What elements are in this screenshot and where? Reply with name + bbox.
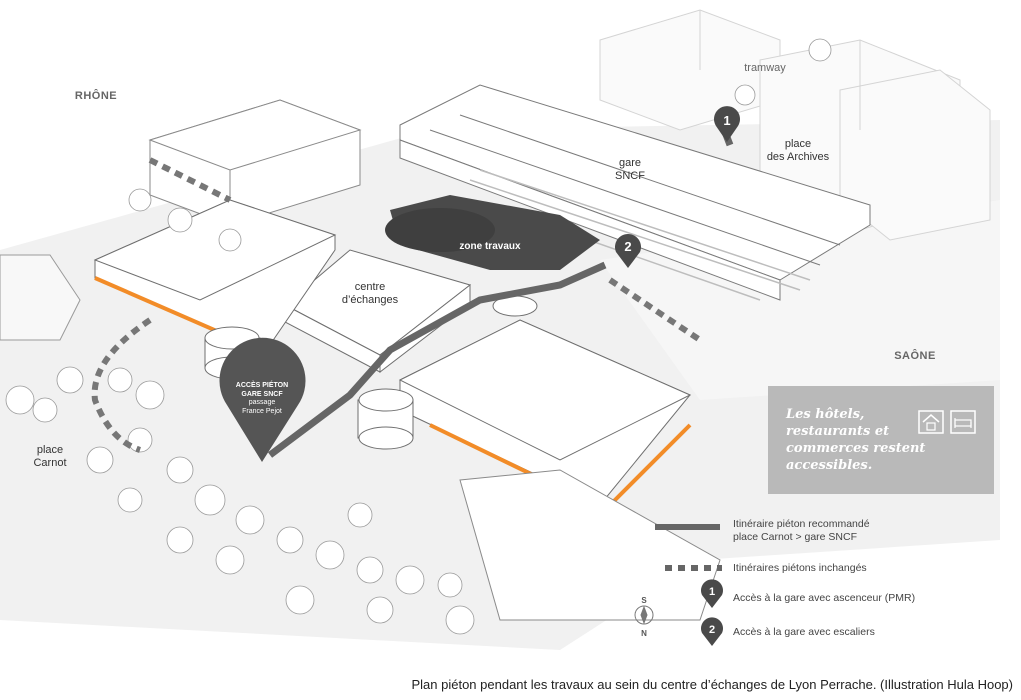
map-marker-2-label: 2 (624, 239, 631, 254)
right-roof-block (398, 319, 692, 512)
label-place-archives: place des Archives (766, 138, 830, 163)
legend-text-stairs-access: Accès à la gare avec escaliers (733, 626, 875, 638)
legend-text-recommended-route: Itinéraire piéton recommandé place Carno… (733, 518, 870, 543)
info-box: Les hôtels, restaurants et commerces res… (768, 386, 994, 494)
label-tramway: tramway (744, 62, 786, 74)
label-place-carnot: place Carnot (33, 444, 67, 469)
legend-item-unchanged-routes: Itinéraires piétons inchangés (733, 562, 867, 575)
map-marker-2 (615, 234, 641, 268)
building-left-top (148, 99, 362, 226)
map-marker-1-label: 1 (723, 113, 730, 128)
label-rhone: RHÔNE (74, 90, 118, 102)
legend-item-stairs-access: Accès à la gare avec escaliers (733, 626, 875, 639)
label-zone-travaux: zone travaux (459, 241, 521, 252)
cylinder-towers (204, 295, 538, 450)
legend-item-recommended-route: Itinéraire piéton recommandé place Carno… (733, 518, 870, 544)
dashed-pedestrian-routes (91, 157, 702, 453)
access-pin-subtitle: passage France Pejot (242, 399, 282, 415)
info-box-text: Les hôtels, restaurants et commerces res… (786, 407, 926, 473)
legend-marker-2-number: 2 (709, 624, 715, 636)
legend-marker-1-number: 1 (709, 586, 715, 598)
legend-marker-2-icon: 2 (701, 617, 723, 646)
access-pin-text: ACCÈS PIÉTON GARE SNCF passage France Pe… (221, 382, 303, 416)
figure-caption: Plan piéton pendant les travaux au sein … (411, 677, 1013, 692)
label-centre-echanges: centre d’échanges (341, 281, 399, 306)
access-pin-marker (219, 337, 306, 462)
legend-text-unchanged-routes: Itinéraires piétons inchangés (733, 562, 867, 574)
hotel-icon (918, 410, 944, 434)
label-gare-sncf: gare SNCF (615, 157, 645, 182)
tree-clusters (5, 38, 832, 635)
legend-item-elevator-access: Accès à la gare avec ascenceur (PMR) (733, 592, 915, 605)
legend-text-elevator-access: Accès à la gare avec ascenceur (PMR) (733, 592, 916, 604)
compass-icon (634, 605, 654, 625)
legend-marker-1-icon: 1 (701, 579, 723, 608)
zone-travaux-area (385, 195, 600, 270)
compass-south-label: S (641, 596, 647, 605)
compass-north-label: N (641, 629, 647, 638)
bed-icon (950, 410, 976, 434)
access-pin-title: ACCÈS PIÉTON GARE SNCF (235, 382, 289, 398)
label-saone: SAÔNE (894, 350, 936, 362)
map-marker-1 (714, 106, 741, 142)
building-left-bottom (0, 254, 81, 341)
